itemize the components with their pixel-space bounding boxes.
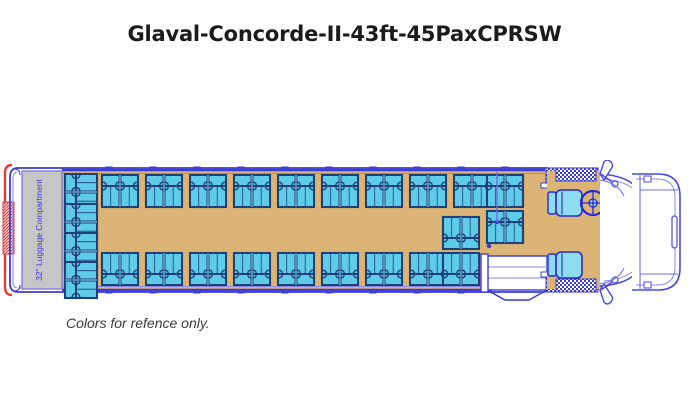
- windshield-arc: [599, 179, 625, 197]
- window-rail-bottom: [62, 286, 492, 294]
- front-wheel-well: [555, 167, 597, 293]
- rear-corner-notch-top: [13, 168, 21, 176]
- window-rail-top: [62, 166, 545, 174]
- diagram-caption-text: Colors for refence only.: [66, 315, 210, 331]
- front-passenger-seat: [547, 251, 583, 279]
- rear-bench-seating: [63, 172, 99, 300]
- driver-seat: [547, 189, 583, 217]
- page-title-text: Glaval-Concorde-II-43ft-45PaxCPRSW: [127, 22, 562, 46]
- windshield-arc-lower: [599, 267, 625, 285]
- rear-bumper: [2, 163, 15, 297]
- entry-door-stairwell: [480, 253, 548, 301]
- luggage-compartment: 32" Luggage Compartment: [21, 170, 63, 290]
- bus-floor-plan-diagram: 32" Luggage Compartment: [0, 160, 689, 320]
- side-mirror-left: [599, 160, 619, 188]
- luggage-compartment-label: 32" Luggage Compartment: [34, 178, 44, 280]
- page-title: Glaval-Concorde-II-43ft-45PaxCPRSW: [0, 22, 689, 46]
- stanchion-poles: [486, 172, 500, 249]
- front-bumper-shell: [632, 173, 681, 291]
- side-mirror-right: [599, 276, 619, 305]
- diagram-caption: Colors for refence only.: [66, 315, 466, 333]
- rear-corner-notch-bottom: [13, 284, 21, 292]
